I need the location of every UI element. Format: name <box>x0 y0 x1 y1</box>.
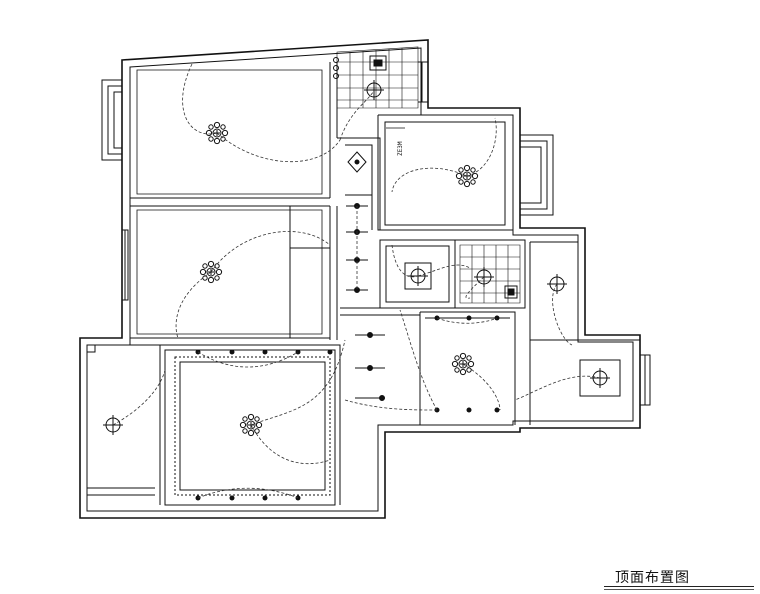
window-top <box>418 61 429 103</box>
ceiling-lamp-bath-small <box>404 262 432 290</box>
drawing-title: 顶面布置图 <box>615 570 690 586</box>
title-underline-thick <box>604 586 754 587</box>
exhaust-fan-bath <box>504 285 518 299</box>
bedroom-wardrobe <box>136 69 323 335</box>
exterior-walls <box>79 39 641 519</box>
small-room-label: ZE3M <box>397 141 404 156</box>
living-downlights <box>195 349 333 501</box>
window-right-room <box>640 354 651 406</box>
window-left-wall <box>122 229 129 301</box>
balcony-right <box>520 134 554 216</box>
title-underline-thin <box>604 589 754 590</box>
diamond-fixture <box>347 151 367 173</box>
wiring-circuits <box>112 63 601 499</box>
living-ceiling-trim <box>174 356 331 496</box>
balcony-left <box>101 79 122 161</box>
corridor-downlights <box>346 203 385 401</box>
exhaust-fan-top <box>369 55 387 71</box>
small-circles-top <box>333 57 339 79</box>
ceiling-lamp-study <box>579 359 621 397</box>
